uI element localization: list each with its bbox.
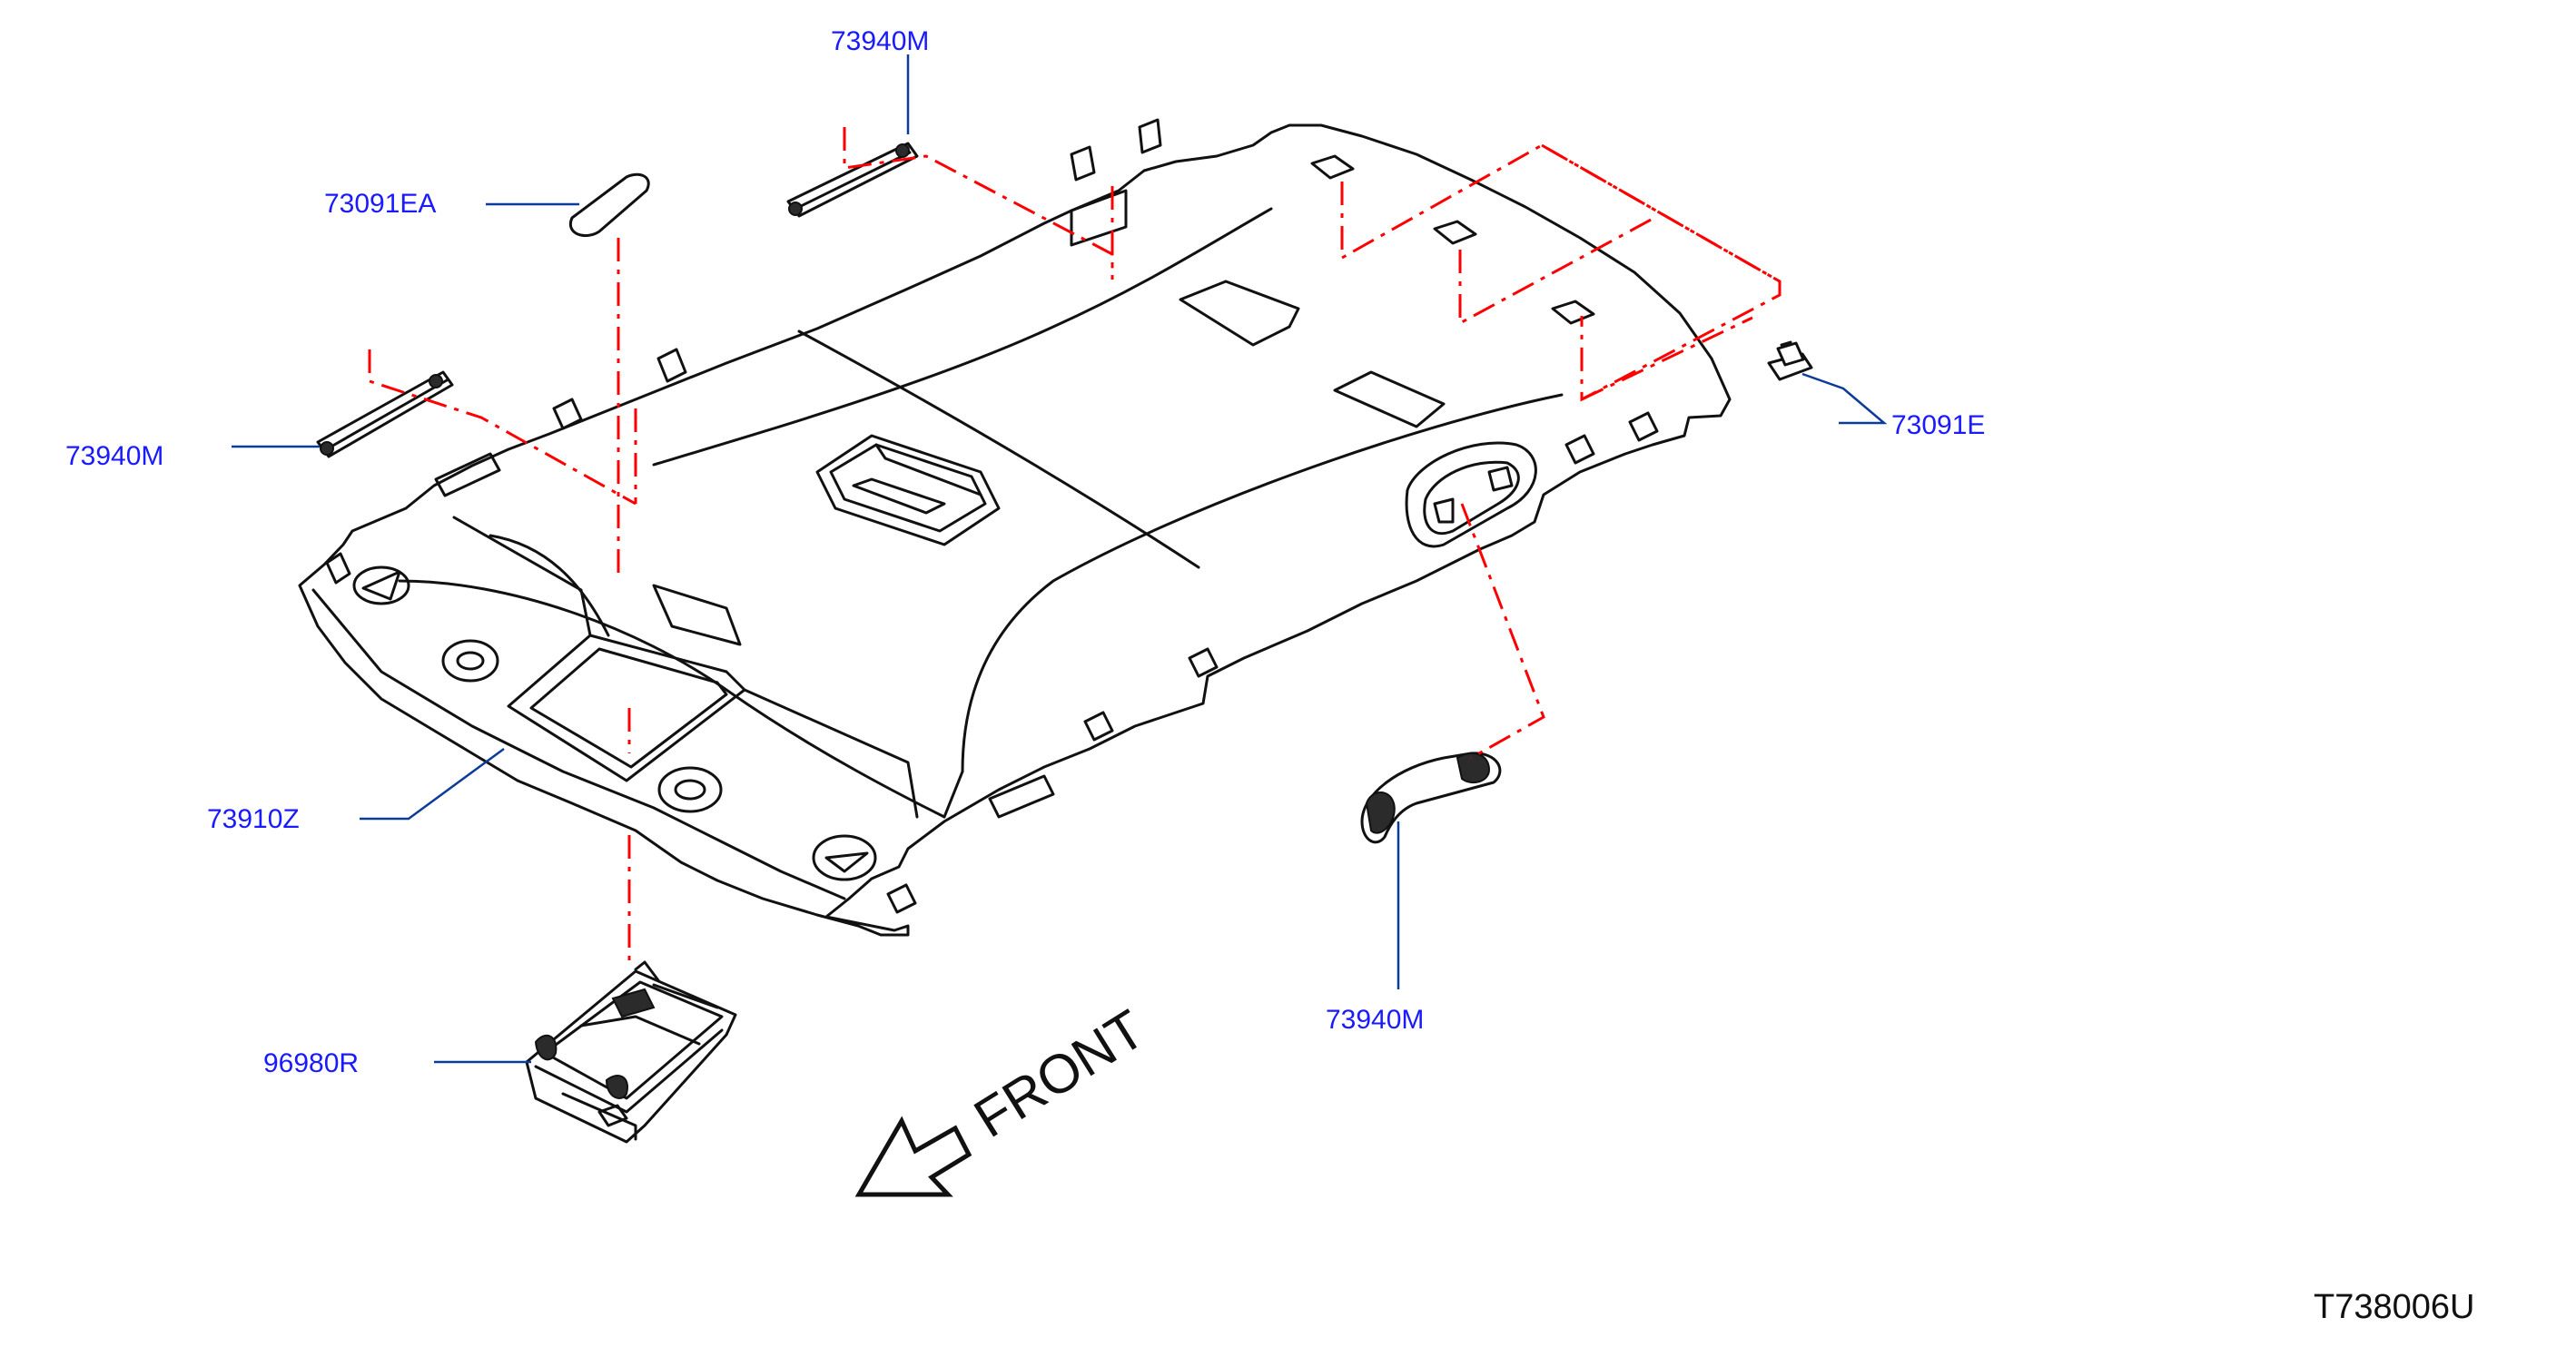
edge-clips	[325, 118, 1659, 914]
label-73091E: 73091E	[1891, 410, 1985, 440]
headlining-crease-upper	[652, 207, 1273, 467]
diagram-reference-code: T738006U	[2314, 1288, 2474, 1326]
grip-mount-cutout	[1405, 441, 1537, 548]
rear-console-cutout	[452, 516, 919, 819]
label-73940M-left: 73940M	[65, 441, 163, 471]
rear-lamp-holes	[352, 565, 877, 881]
assist-grip-left[interactable]	[316, 370, 454, 458]
headlining-outline	[298, 123, 1732, 937]
label-73091EA: 73091EA	[324, 189, 436, 219]
front-label: FRONT	[963, 998, 1155, 1149]
part-labels: 73940M 73091EA 73940M 73091E 73910Z 9698…	[65, 26, 1985, 1078]
headlining-side-edge	[943, 770, 964, 819]
leader-lines	[232, 54, 1888, 1064]
assist-grip-right[interactable]	[1360, 752, 1502, 844]
sunvisor-holder-part[interactable]	[568, 172, 650, 237]
headlining-crease-front	[961, 393, 1564, 773]
front-direction-indicator: FRONT	[854, 998, 1155, 1197]
center-console-cutout	[815, 434, 1001, 546]
assist-grip-top[interactable]	[786, 142, 919, 218]
headlining-crease-mid	[797, 329, 1200, 569]
headlining-recess-top-2	[1333, 370, 1446, 428]
clip-part[interactable]	[1767, 340, 1813, 381]
front-direction-arrow-icon	[854, 1116, 972, 1197]
headlining-recess-top-1	[1179, 280, 1300, 347]
map-lamp-part[interactable]	[525, 960, 737, 1144]
headlining-panel	[298, 118, 1732, 937]
label-96980R: 96980R	[263, 1048, 359, 1078]
label-73910Z: 73910Z	[207, 804, 300, 834]
label-73940M-right: 73940M	[1326, 1005, 1424, 1035]
assembly-dash-lines	[368, 127, 1781, 967]
headlining-rear-edge	[311, 588, 846, 900]
label-73940M-top: 73940M	[831, 26, 929, 56]
